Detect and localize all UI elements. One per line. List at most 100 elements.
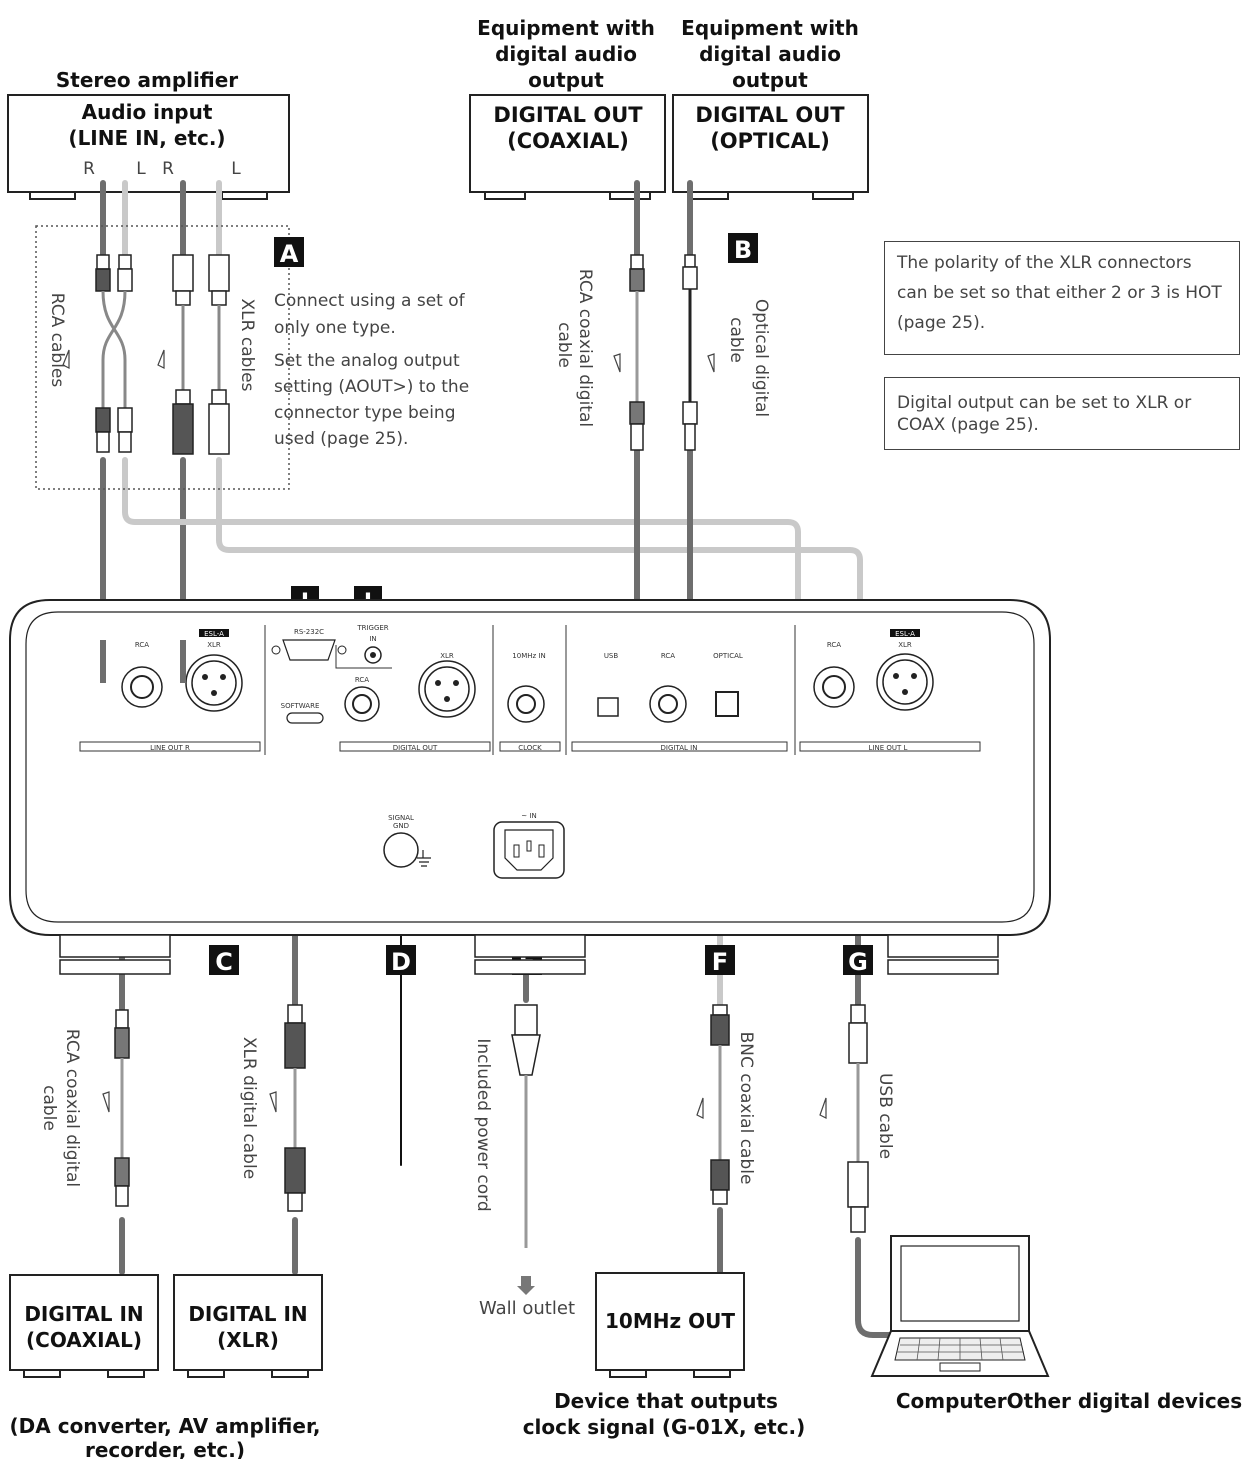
power-cord-label: Included power cord [473, 1038, 493, 1211]
note-a-line4: setting (AOUT>) to the [274, 377, 469, 397]
digital-output-note: Digital output can be set to XLR or COAX… [884, 377, 1240, 450]
panel-usb: USB [604, 652, 619, 660]
laptop-computer [870, 1235, 1050, 1377]
direction-arrows [62, 349, 827, 1295]
equip-opt-line1: DIGITAL OUT [695, 103, 845, 127]
computer-caption: ComputerOther digital devices [896, 1389, 1242, 1413]
usb-cable [847, 1004, 869, 1233]
marker-d-letter: D [391, 948, 411, 976]
down-arrow-icon [517, 1276, 535, 1295]
xlr-digital-label: XLR digital cable [239, 1037, 259, 1179]
digital-in-coaxial-device: DIGITAL IN (COAXIAL) [9, 1274, 159, 1378]
up-arrow-icon [696, 1097, 704, 1119]
up-arrow-icon [157, 349, 165, 369]
panel-rs232c: RS-232C [294, 628, 324, 636]
equip-opt-line2: (OPTICAL) [710, 129, 830, 153]
note-a: Connect using a set of only one type. Se… [274, 291, 469, 449]
panel-rca-right: RCA [827, 641, 841, 649]
panel-xlr-right: XLR [898, 641, 912, 649]
panel-xlr-left: XLR [207, 641, 221, 649]
clock-device: 10MHz OUT [595, 1272, 745, 1378]
equipment-coaxial-out: Equipment with digital audio output DIGI… [469, 16, 666, 200]
panel-gnd: GND [393, 822, 409, 830]
rca-coaxial-cable-top [629, 254, 645, 451]
xlr-cables-label: XLR cables [237, 299, 257, 392]
note-a-line6: used (page 25). [274, 429, 408, 449]
optical-label-1: Optical digital [751, 299, 771, 417]
clock-device-caption-1: Device that outputs [554, 1389, 778, 1413]
polarity-note-text: The polarity of the XLR connectors can b… [897, 253, 1222, 333]
note-a-line5: connector type being [274, 403, 455, 423]
digital-in-coax-line1: DIGITAL IN [24, 1302, 143, 1326]
panel-line-out-l: LINE OUT L [869, 744, 908, 752]
panel-trigger: TRIGGER [356, 624, 388, 632]
stereo-amp-line1: Audio input [82, 100, 213, 124]
panel-digital-in: DIGITAL IN [661, 744, 698, 752]
stereo-amp-caption: Stereo amplifier [56, 68, 238, 92]
down-arrow-icon [102, 1091, 110, 1113]
panel-esl-right: ESL-A [895, 630, 915, 638]
note-a-line3: Set the analog output [274, 351, 460, 371]
rca-coax-bottom-label-1: RCA coaxial digital [62, 1029, 82, 1187]
note-a-line2: only one type. [274, 318, 396, 338]
panel-clock: CLOCK [518, 744, 542, 752]
equipment-optical-out: Equipment with digital audio output DIGI… [672, 16, 869, 200]
marker-c: C [209, 945, 239, 976]
rca-coax-bottom-label-2: cable [39, 1085, 59, 1131]
bnc-cable [710, 1004, 730, 1205]
panel-rca-in: RCA [661, 652, 675, 660]
digital-output-note-text: Digital output can be set to XLR or COAX… [897, 393, 1192, 435]
wall-outlet-label: Wall outlet [479, 1298, 575, 1319]
up-arrow-icon [62, 349, 70, 369]
xlr-cable-set [172, 254, 230, 455]
panel-software: SOFTWARE [281, 702, 320, 710]
da-converter-caption-1: (DA converter, AV amplifier, [10, 1414, 321, 1438]
panel-ac-in: ~ IN [521, 812, 536, 820]
marker-c-letter: C [215, 948, 233, 976]
power-cord-plug [511, 1004, 541, 1248]
marker-d: D [386, 945, 416, 976]
rca-cable-set [95, 254, 133, 453]
digital-in-xlr-line1: DIGITAL IN [188, 1302, 307, 1326]
up-arrow-icon [819, 1097, 827, 1119]
equip-coax-line1: DIGITAL OUT [493, 103, 643, 127]
panel-line-out-r: LINE OUT R [150, 744, 190, 752]
marker-f: F [705, 945, 735, 976]
optical-label-2: cable [726, 317, 746, 363]
stereo-amp-line2: (LINE IN, etc.) [68, 126, 225, 150]
marker-f-letter: F [712, 948, 728, 976]
equip-coax-line2: (COAXIAL) [507, 129, 629, 153]
digital-in-coax-line2: (COAXIAL) [26, 1328, 142, 1352]
channel-label-r: R [162, 159, 174, 179]
down-arrow-icon [269, 1091, 277, 1113]
panel-optical: OPTICAL [713, 652, 743, 660]
equip-coax-caption-2: digital audio [495, 42, 637, 66]
stereo-amplifier: Stereo amplifier Audio input (LINE IN, e… [7, 68, 290, 200]
panel-rca-left: RCA [135, 641, 149, 649]
rear-panel: RCA ESL-A XLR LINE OUT R RS-232C TRIGGER… [9, 599, 1051, 975]
equip-coax-caption-1: Equipment with [477, 16, 655, 40]
panel-trigger-in: IN [369, 635, 376, 643]
marker-g: G [843, 945, 873, 976]
down-arrow-icon [613, 353, 621, 373]
digital-in-xlr-device: DIGITAL IN (XLR) [173, 1274, 323, 1378]
rca-coaxial-cable-bottom [114, 1009, 130, 1207]
marker-g-letter: G [848, 948, 868, 976]
channel-label-l: L [231, 159, 241, 179]
channel-label-r: R [83, 159, 95, 179]
rca-coax-top-label-2: cable [554, 322, 574, 368]
equip-opt-caption-3: output [732, 68, 808, 92]
down-arrow-icon [707, 353, 715, 373]
marker-a-letter: A [280, 240, 299, 268]
cable-group-a-box [35, 225, 290, 490]
polarity-note: The polarity of the XLR connectors can b… [884, 241, 1240, 355]
optical-cable [682, 254, 698, 451]
marker-b-letter: B [734, 236, 752, 264]
rca-cables-label: RCA cables [47, 293, 67, 388]
rca-coax-top-label-1: RCA coaxial digital [575, 269, 595, 427]
bnc-label: BNC coaxial cable [736, 1032, 756, 1185]
panel-esl-left: ESL-A [204, 630, 224, 638]
marker-b: B [728, 233, 758, 264]
clock-device-label: 10MHz OUT [605, 1309, 735, 1333]
usb-label: USB cable [875, 1073, 895, 1159]
